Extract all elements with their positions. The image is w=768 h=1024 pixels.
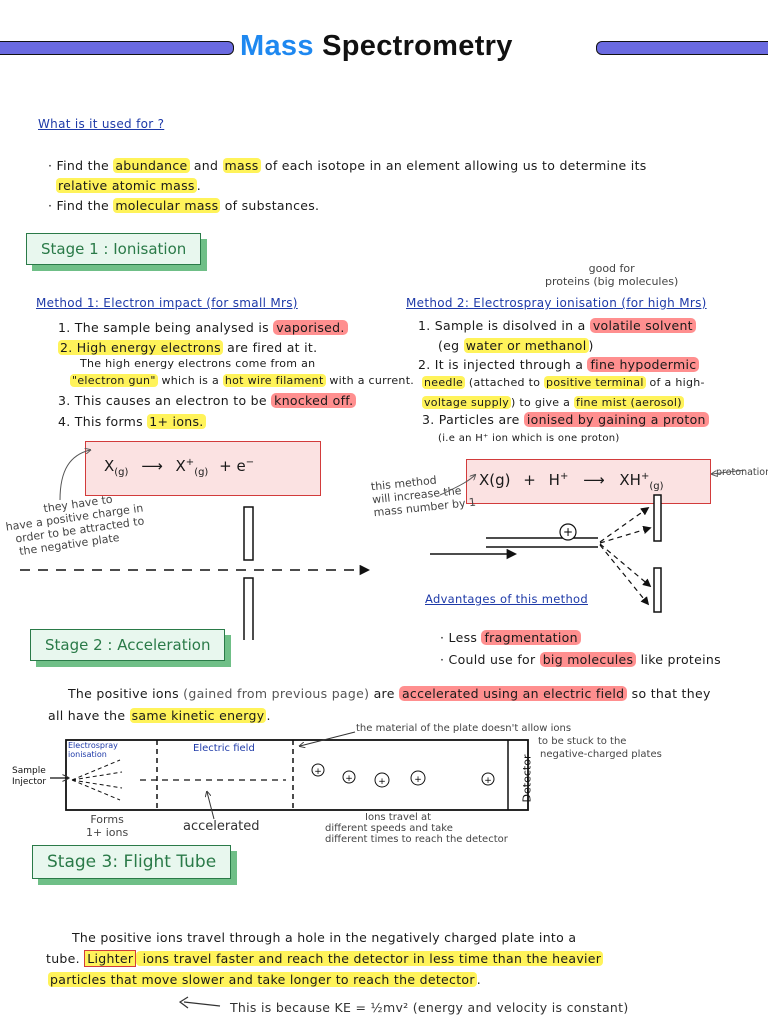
ion-sign-1: + <box>314 767 322 777</box>
sample-injector-label: Sample Injector <box>12 766 47 787</box>
spray-3 <box>599 543 652 588</box>
title-bar-right <box>596 41 768 55</box>
advantage-1: · Less fragmentation <box>440 630 581 645</box>
equation-electrospray: X(g) + H+ ⟶ XH+(g) <box>466 459 711 504</box>
forms-ions-label: Forms 1+ ions <box>86 813 129 839</box>
ion-sign-3: + <box>378 777 386 787</box>
ion-2 <box>342 770 356 784</box>
electrospray-label: Electrospray ionisation <box>68 741 118 759</box>
method-2-step-3: 3. Particles are ionised by gaining a pr… <box>422 412 709 427</box>
detector-label: Detector <box>520 754 534 803</box>
note-arrow-2 <box>439 475 475 496</box>
stage-2-text-2: all have the same kinetic energy. <box>48 708 271 723</box>
method-2-step-1: 1. Sample is disolved in a volatile solv… <box>418 318 696 333</box>
method-1-heading: Method 1: Electron impact (for small Mrs… <box>36 296 298 310</box>
method-1-step-3: 3. This causes an electron to be knocked… <box>58 393 357 408</box>
plate-top-left <box>243 506 254 561</box>
note-arrow-1 <box>59 450 90 501</box>
electric-field-label: Electric field <box>193 743 255 754</box>
method-2-step-2: 2. It is injected through a fine hypoder… <box>418 357 700 372</box>
method-2-step-2c: voltage supply) to give a fine mist (aer… <box>422 396 684 409</box>
intro-heading: What is it used for ? <box>38 117 165 131</box>
stage-2-label: Stage 2 : Acceleration <box>30 629 226 661</box>
intro-bullet-1: · Find the abundance and mass of each is… <box>48 158 647 173</box>
positive-sign: + <box>563 525 573 539</box>
ions-travel-note: Ions travel at different speeds and take… <box>325 812 508 845</box>
stage-1-label: Stage 1 : Ionisation <box>26 233 202 265</box>
ion-4 <box>410 770 426 786</box>
plate-note-arrow <box>300 731 356 746</box>
stage-3-text-2: tube. Lighter ions travel faster and rea… <box>46 950 604 967</box>
method-2-step-1b: (eg water or methanol) <box>438 338 594 353</box>
stage-3-text-1: The positive ions travel through a hole … <box>72 930 577 945</box>
accelerated-arrow <box>207 792 215 820</box>
protonation-label: protonation <box>716 467 768 478</box>
plate-bottom-right <box>653 567 662 613</box>
method-1-step-2b: The high energy electrons come from an <box>80 357 316 370</box>
ion-sign-4: + <box>414 775 422 785</box>
equation-electron-impact: X(g) ⟶ X+(g) + e− <box>85 441 321 496</box>
stage-3-label: Stage 3: Flight Tube <box>32 845 232 879</box>
spray-2 <box>599 525 652 544</box>
positive-terminal <box>559 523 577 541</box>
method-1-step-4: 4. This forms 1+ ions. <box>58 414 206 429</box>
ion-5 <box>481 772 495 786</box>
title-bar-left <box>0 41 234 55</box>
intro-bullet-2: · Find the molecular mass of substances. <box>48 198 320 213</box>
tube-box <box>65 739 529 811</box>
method-2-heading: Method 2: Electrospray ionisation (for h… <box>406 296 707 310</box>
stage-2-text-1: The positive ions (gained from previous … <box>68 686 711 701</box>
ionisation-schematic: + <box>20 440 746 640</box>
accelerated-label: accelerated <box>183 819 260 834</box>
method-1-step-1: 1. The sample being analysed is vaporise… <box>58 320 348 335</box>
advantages-heading: Advantages of this method <box>425 592 588 606</box>
acceleration-diagram: + + + + + <box>50 731 529 820</box>
method-1-step-2: 2. High energy electrons are fired at it… <box>58 340 318 355</box>
stage-3-text-4: This is because KE = ½mv² (energy and ve… <box>230 1000 629 1015</box>
advantage-2: · Could use for big molecules like prote… <box>440 652 721 667</box>
spray-1 <box>599 507 650 543</box>
stage-3-text-3: particles that move slower and take long… <box>48 972 482 987</box>
intro-bullet-1b: relative atomic mass. <box>56 178 201 193</box>
plate-top-right <box>653 494 662 542</box>
method-2-step-3b: (i.e an H⁺ ion which is one proton) <box>438 433 620 444</box>
plate-bottom-left <box>243 577 254 640</box>
good-for-note: good for proteins (big molecules) <box>545 262 679 288</box>
method-1-step-2c: "electron gun" which is a hot wire filam… <box>70 374 415 387</box>
ion-sign-5: + <box>484 776 492 786</box>
spray-4 <box>599 544 650 606</box>
ion-1 <box>311 763 325 777</box>
page-title: Mass Spectrometry <box>240 30 513 62</box>
plate-note: the material of the plate doesn't allow … <box>356 723 662 760</box>
because-arrow <box>178 996 221 1009</box>
ion-sign-2: + <box>345 774 353 784</box>
protonation-arrow <box>712 469 746 474</box>
ion-3 <box>374 772 390 788</box>
method-2-step-2b: needle (attached to positive terminal of… <box>422 376 705 389</box>
